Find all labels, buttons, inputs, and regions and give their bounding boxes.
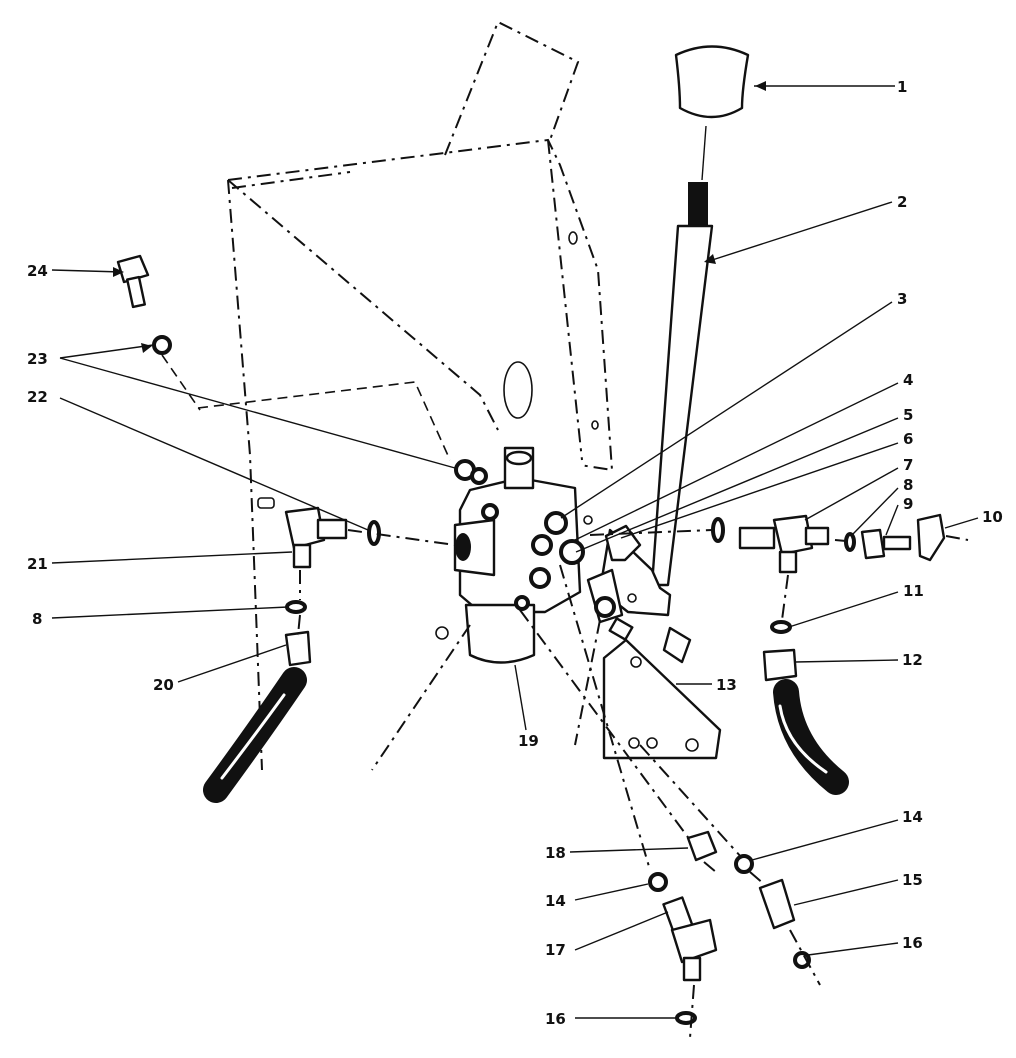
assembly-centerlines [297, 529, 969, 1039]
left-hose [203, 667, 307, 803]
callout-12: 12 [902, 651, 923, 669]
lever-knob [674, 45, 750, 181]
callout-2: 2 [897, 193, 907, 211]
leader-lines [51, 81, 979, 1019]
right-elbow-fitting [711, 513, 946, 682]
valve-body [435, 446, 582, 664]
callout-8-left: 8 [32, 610, 42, 628]
callout-6: 6 [903, 430, 913, 448]
bracket [602, 638, 722, 760]
callout-19: 19 [518, 732, 539, 750]
callout-21: 21 [27, 555, 48, 573]
shift-lever [583, 182, 714, 617]
callout-7: 7 [903, 456, 913, 474]
mounting-plate-phantom [197, 20, 614, 771]
callout-16-right: 16 [902, 934, 923, 952]
callout-labels: 1 2 3 4 5 6 7 8 9 10 11 12 13 14 15 16 1… [27, 78, 1003, 1028]
callout-14-right: 14 [902, 808, 923, 826]
callout-16-left: 16 [545, 1010, 566, 1028]
lower-fittings [648, 830, 811, 1025]
bolt-and-washer [116, 254, 201, 411]
callout-11: 11 [903, 582, 924, 600]
callout-17: 17 [545, 941, 566, 959]
callout-15: 15 [902, 871, 923, 889]
callout-18: 18 [545, 844, 566, 862]
callout-3: 3 [897, 290, 907, 308]
callout-13: 13 [716, 676, 737, 694]
callout-10: 10 [982, 508, 1003, 526]
right-hose [773, 679, 849, 795]
callout-20: 20 [153, 676, 174, 694]
callout-22: 22 [27, 388, 48, 406]
callout-5: 5 [903, 406, 913, 424]
callout-9: 9 [903, 495, 913, 513]
callout-1: 1 [897, 78, 907, 96]
callout-4: 4 [903, 371, 913, 389]
callout-23: 23 [27, 350, 48, 368]
left-elbow-fitting [284, 506, 381, 667]
valve-fittings [454, 459, 692, 664]
callout-14-left: 14 [545, 892, 566, 910]
callout-24: 24 [27, 262, 48, 280]
callout-8-right: 8 [903, 476, 913, 494]
